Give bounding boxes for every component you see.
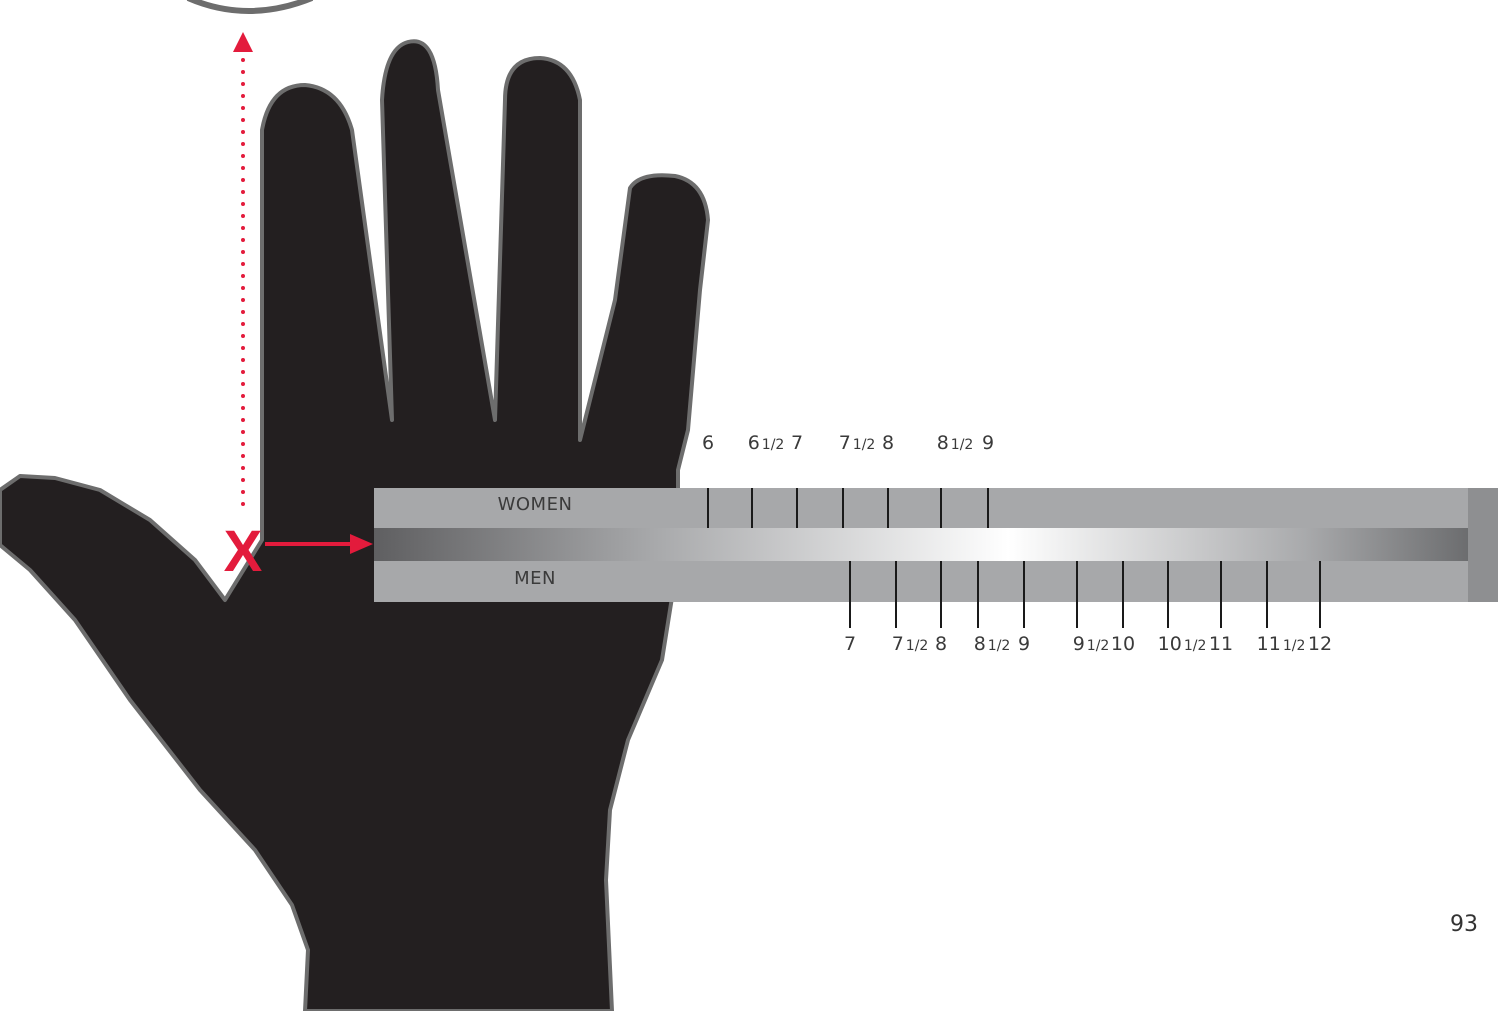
women-label: WOMEN [498,494,573,515]
arrow-up-icon [233,32,253,52]
women-size-label: 8 [882,432,894,454]
men-size-label: 8 [935,633,947,655]
women-size-label: 9 [982,432,994,454]
men-size-label: 7 [844,633,856,655]
page-number: 93 [1450,912,1478,937]
men-size-label: 10 [1111,633,1135,655]
chrome-band [374,528,1468,561]
men-size-label: 9 [1018,633,1030,655]
men-label: MEN [514,568,556,589]
x-mark-icon: X [224,519,263,584]
women-size-label: 7 [791,432,803,454]
women-size-label: 6 [702,432,714,454]
men-size-label: 11 [1209,633,1233,655]
magnifier-ring [188,0,312,11]
band-end-cap [1468,488,1498,602]
men-size-label: 12 [1308,633,1332,655]
